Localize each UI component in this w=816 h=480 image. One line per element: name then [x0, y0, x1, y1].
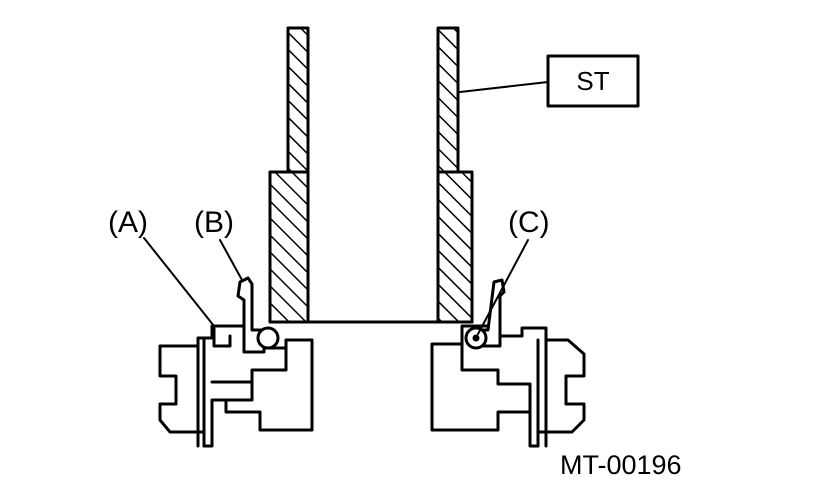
tool-wall-left-lower: [268, 170, 310, 324]
bearing-ball-left: [256, 326, 280, 350]
housing-left-web: [224, 380, 254, 402]
label-c: (C): [508, 206, 550, 239]
label-a: (A): [108, 206, 148, 239]
ball-center-c: [472, 334, 480, 342]
tool-wall-right-upper: [436, 26, 460, 174]
race-a: [212, 324, 232, 348]
housing-right-inner: [460, 342, 532, 414]
st-label-box: [546, 54, 640, 108]
flange-right: [536, 338, 548, 448]
leader-a: [143, 237, 215, 327]
leader-st: [459, 81, 549, 93]
housing-left-inner: [210, 346, 288, 384]
tool-wall-left-upper: [286, 26, 310, 174]
housing-left: [158, 324, 314, 448]
label-st: ST: [576, 66, 609, 96]
housing-right: [430, 324, 586, 448]
special-tool-st: [268, 26, 474, 324]
flange-left: [196, 336, 206, 448]
bearing-assembly-left: [158, 276, 314, 448]
leader-c: [477, 239, 529, 335]
tool-wall-right-lower: [436, 170, 474, 324]
leader-b: [219, 239, 243, 281]
leader-lines: [143, 81, 549, 335]
label-b: (B): [194, 206, 234, 239]
figure-id: MT-00196: [560, 450, 682, 480]
